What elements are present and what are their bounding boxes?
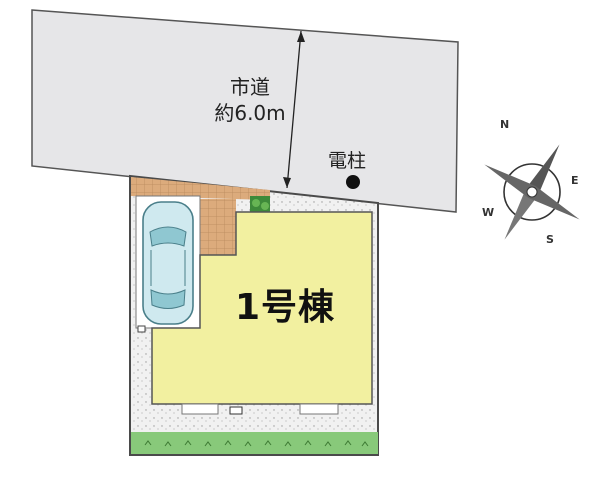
utility-pole-marker	[346, 175, 360, 189]
compass-rose-icon	[484, 144, 580, 240]
compass-east: E	[571, 174, 579, 187]
meter-box	[229, 406, 243, 415]
road-width: 約6.0m	[214, 101, 286, 125]
compass-west: W	[482, 206, 495, 219]
compass-north: N	[500, 118, 510, 131]
car-icon	[142, 201, 194, 325]
compass-south: S	[546, 233, 554, 246]
road-label: 市道 約6.0m	[190, 74, 310, 126]
approach-tile-strip	[131, 177, 270, 200]
lawn-strip	[131, 432, 378, 454]
walkway-tile	[200, 199, 236, 255]
step-left	[181, 403, 219, 415]
road-width-dimension	[286, 30, 302, 189]
building-footprint	[151, 211, 373, 405]
parking-stopper	[137, 325, 146, 333]
utility-pole-label: 電柱	[328, 150, 367, 172]
road-area	[31, 9, 459, 213]
road-name: 市道	[230, 75, 270, 99]
step-right	[299, 403, 339, 415]
building-label: 1号棟	[234, 287, 336, 328]
